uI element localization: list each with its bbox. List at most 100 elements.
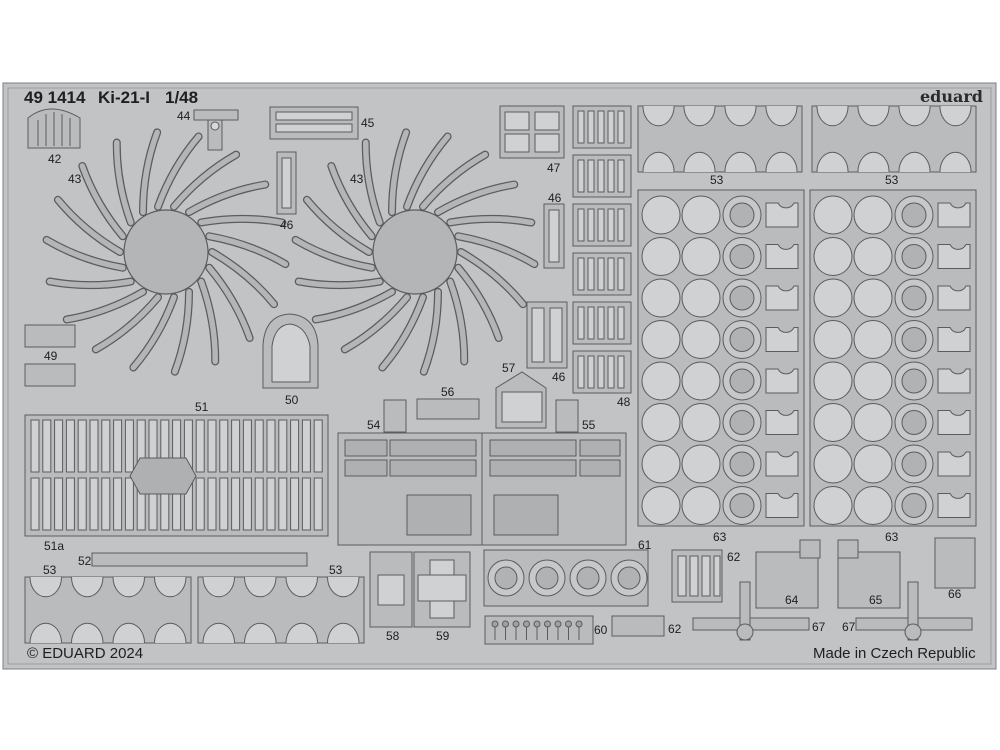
toothed-disc-inner bbox=[729, 327, 755, 352]
part-67-b bbox=[855, 581, 973, 641]
disc bbox=[641, 278, 681, 318]
fan-blade-fill bbox=[186, 181, 268, 215]
part-48-slot bbox=[587, 355, 595, 389]
u-cut bbox=[937, 368, 971, 394]
disc bbox=[813, 278, 853, 318]
grille-slot bbox=[101, 419, 111, 473]
grille-slot bbox=[301, 419, 311, 473]
part-51 bbox=[24, 414, 329, 537]
part-53-top-left bbox=[637, 105, 803, 173]
grille-slot bbox=[77, 477, 87, 531]
part-55 bbox=[555, 399, 579, 433]
u-cut-top bbox=[202, 576, 236, 598]
brand-logo: eduard bbox=[920, 87, 983, 106]
part-65 bbox=[837, 539, 901, 609]
part-50 bbox=[262, 313, 319, 389]
fan-blade-fill bbox=[304, 197, 372, 255]
u-cut-top bbox=[642, 105, 675, 127]
disc bbox=[853, 486, 893, 525]
label-57: 57 bbox=[502, 361, 516, 375]
grille-slot bbox=[231, 419, 241, 473]
part-48-slot bbox=[617, 257, 625, 291]
fan-blade-fill bbox=[389, 129, 409, 215]
part-48-slot bbox=[607, 208, 615, 242]
fan-blade-fill bbox=[198, 216, 286, 226]
part-43-right bbox=[291, 128, 539, 376]
grille-slot bbox=[207, 477, 217, 531]
disc bbox=[813, 444, 853, 484]
label-67-b: 67 bbox=[842, 620, 856, 634]
label-54: 54 bbox=[367, 418, 381, 432]
u-cut bbox=[765, 451, 799, 477]
fan-blade-fill bbox=[295, 278, 383, 288]
toothed-disc-inner bbox=[729, 202, 755, 228]
u-cut-top bbox=[898, 105, 931, 127]
part-48-slot bbox=[577, 355, 585, 389]
part-60 bbox=[484, 615, 594, 645]
part-48-slot bbox=[597, 159, 605, 193]
label-46-b: 46 bbox=[548, 191, 562, 205]
label-63-a: 63 bbox=[713, 530, 727, 544]
part-53-bottom-left bbox=[24, 576, 192, 644]
part-48-slot bbox=[617, 208, 625, 242]
part-48-slot bbox=[607, 257, 615, 291]
disc bbox=[813, 320, 853, 359]
part-46-c bbox=[526, 301, 568, 369]
label-43-right: 43 bbox=[350, 172, 364, 186]
grille-slot bbox=[195, 419, 205, 473]
fan-blade-fill bbox=[458, 249, 526, 307]
fan-blade-fill bbox=[172, 289, 192, 375]
pin-head bbox=[523, 620, 530, 628]
part-56 bbox=[416, 398, 480, 420]
grille-slot bbox=[124, 477, 134, 531]
grille-slot bbox=[54, 419, 64, 473]
grille-slot bbox=[89, 419, 99, 473]
label-56: 56 bbox=[441, 385, 455, 399]
label-50: 50 bbox=[285, 393, 299, 407]
u-cut bbox=[765, 244, 799, 269]
fan-blade-fill bbox=[198, 278, 218, 365]
u-cut-top bbox=[939, 105, 972, 127]
fan-blade-fill bbox=[435, 181, 517, 215]
part-46-a bbox=[276, 151, 297, 215]
part-52 bbox=[91, 552, 308, 567]
u-cut-top bbox=[724, 105, 757, 127]
part-48-slot bbox=[607, 110, 615, 144]
u-cut-bottom bbox=[724, 151, 757, 173]
disc bbox=[641, 361, 681, 401]
label-53-d: 53 bbox=[329, 563, 343, 577]
disc bbox=[853, 361, 893, 401]
part-48-slot bbox=[577, 208, 585, 242]
grille-slot bbox=[242, 419, 252, 473]
part-59 bbox=[413, 551, 471, 628]
disc bbox=[813, 403, 853, 442]
fan-blade-fill bbox=[206, 233, 289, 267]
part-48-slot bbox=[607, 159, 615, 193]
disc bbox=[853, 195, 893, 235]
u-cut bbox=[937, 493, 971, 518]
label-59: 59 bbox=[436, 629, 450, 643]
label-51a: 51a bbox=[44, 539, 65, 553]
part-48-slot bbox=[577, 306, 585, 340]
part-58 bbox=[369, 551, 413, 628]
u-cut-bottom bbox=[642, 151, 675, 173]
disc bbox=[813, 361, 853, 401]
pin-head bbox=[565, 620, 572, 628]
disc bbox=[853, 237, 893, 276]
toothed-disc-inner bbox=[729, 493, 755, 518]
disc bbox=[853, 444, 893, 484]
u-cut-bottom bbox=[683, 151, 716, 173]
u-cut-bottom bbox=[857, 151, 890, 173]
pin-head bbox=[491, 620, 499, 628]
part-43-left bbox=[42, 128, 290, 376]
part-54 bbox=[383, 399, 407, 433]
fan-blade-fill bbox=[404, 133, 451, 210]
grille-slot bbox=[65, 419, 75, 473]
disc bbox=[681, 195, 721, 235]
u-cut bbox=[765, 368, 799, 394]
disc bbox=[813, 237, 853, 276]
part-48-slot bbox=[587, 208, 595, 242]
u-cut-bottom bbox=[29, 622, 63, 644]
fan-blade-fill bbox=[55, 197, 123, 255]
